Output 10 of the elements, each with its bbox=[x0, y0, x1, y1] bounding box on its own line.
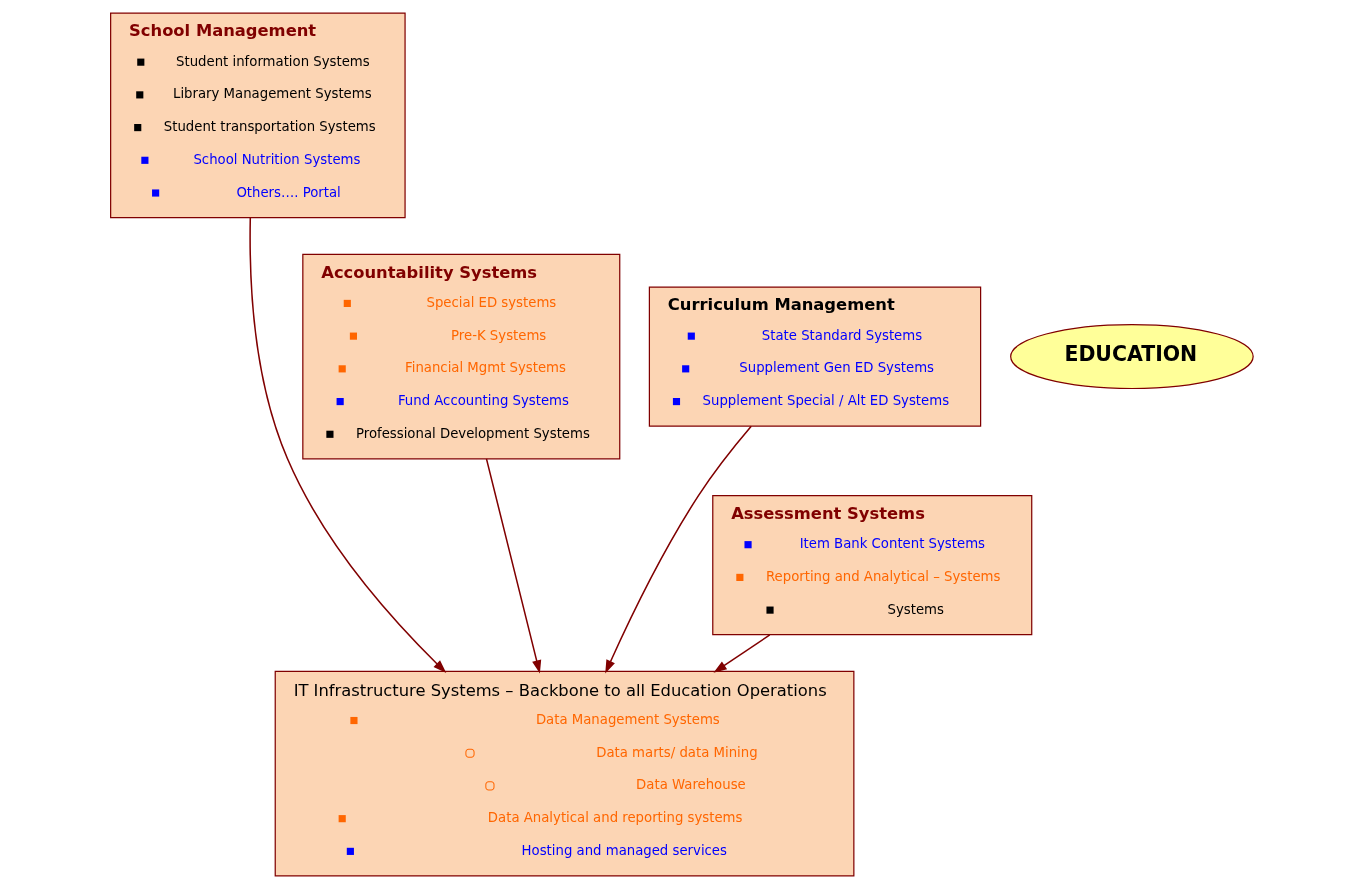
arrow bbox=[249, 216, 447, 673]
node-box: Assessment Systems Item Bank Content Systems Reporting and Analytical – Systems Systems bbox=[712, 494, 1033, 635]
arrow bbox=[605, 424, 752, 673]
node-ellipse: EDUCATION bbox=[1010, 323, 1254, 389]
node-box: Accountability Systems Special ED systems Pre-K Systems Financial Mgmt Systems Fund Accounting Systems Professional Development Systems bbox=[302, 253, 621, 459]
arrow bbox=[485, 457, 542, 674]
arrow bbox=[713, 633, 771, 673]
node-box: Curriculum Management State Standard Systems Supplement Gen ED Systems Supplement Special / Alt ED Systems bbox=[648, 285, 982, 427]
node-box: IT Infrastructure Systems – Backbone to all Education Operations Data Management Systems Data marts/ data Mining Data Warehouse Data Analytical and reporting systems Hosting and managed services bbox=[274, 670, 855, 877]
node-box: School Management Student information Systems Library Management Systems Student transportation Systems School Nutrition Systems Others…. Portal bbox=[110, 11, 406, 218]
